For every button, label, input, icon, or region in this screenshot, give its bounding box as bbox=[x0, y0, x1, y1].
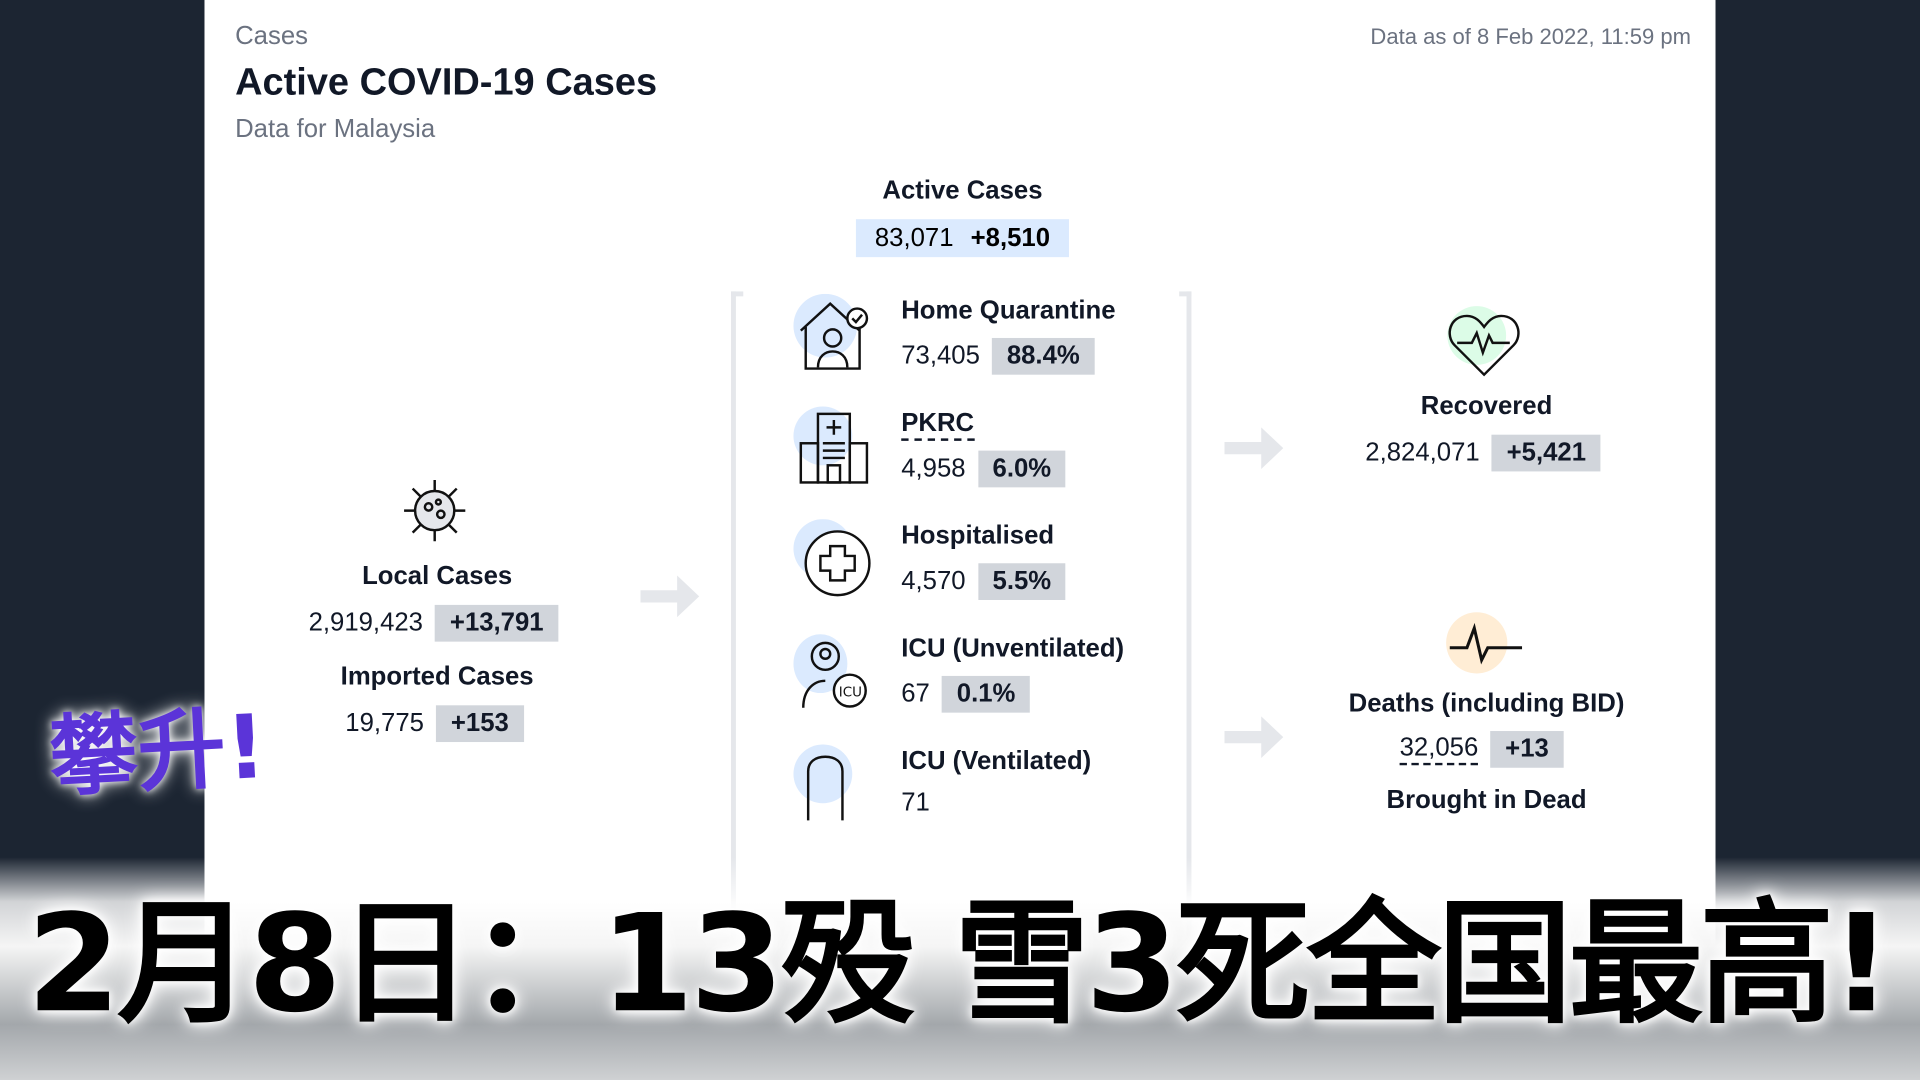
deaths-change: +13 bbox=[1490, 731, 1564, 768]
caption-gradient bbox=[0, 857, 1920, 1080]
category-percent: 6.0% bbox=[977, 450, 1066, 488]
category-label: Home Quarantine bbox=[901, 296, 1116, 325]
category-value: 71 bbox=[901, 788, 930, 817]
deaths-row: 32,056 +13 bbox=[1399, 731, 1564, 768]
category-value: 4,570 bbox=[901, 566, 966, 596]
category-row: 67 0.1% bbox=[901, 675, 1031, 713]
icu-doctor-icon: ICU bbox=[793, 634, 867, 708]
arrow-right-icon bbox=[1224, 716, 1284, 758]
category-row: 71 bbox=[901, 789, 930, 818]
recovered-label: Recovered bbox=[1420, 391, 1553, 421]
arrow-right-icon bbox=[640, 575, 700, 618]
category-row: 4,570 5.5% bbox=[901, 563, 1066, 601]
category-percent: 0.1% bbox=[942, 675, 1031, 713]
category-value: 67 bbox=[901, 679, 930, 708]
quarantine-center-building-icon bbox=[793, 406, 869, 484]
bid-label: Brought in Dead bbox=[1386, 786, 1587, 815]
page-subtitle: Data for Malaysia bbox=[235, 115, 436, 144]
local-cases-value: 2,919,423 bbox=[308, 608, 423, 637]
heart-pulse-icon bbox=[1447, 306, 1520, 377]
imported-cases-label: Imported Cases bbox=[340, 662, 534, 691]
local-cases-label: Local Cases bbox=[362, 562, 513, 591]
category-label: Hospitalised bbox=[901, 521, 1055, 550]
heartbeat-line-icon bbox=[1446, 612, 1523, 674]
category-label: ICU (Ventilated) bbox=[901, 746, 1092, 776]
overlay-headline: 2月8日：13殁 雪3死全国最高! bbox=[26, 885, 1892, 1043]
home-quarantine-icon bbox=[793, 293, 869, 370]
ventilator-icon bbox=[793, 744, 853, 821]
arrow-right-icon bbox=[1224, 427, 1284, 469]
category-percent: 88.4% bbox=[992, 337, 1095, 375]
deaths-label: Deaths (including BID) bbox=[1348, 689, 1625, 718]
category-value: 4,958 bbox=[901, 454, 966, 483]
active-cases-value: 83,071 bbox=[874, 223, 954, 252]
dashboard-card: Cases Active COVID-19 Cases Data for Mal… bbox=[204, 0, 1716, 987]
local-cases-change: +13,791 bbox=[435, 604, 559, 642]
section-label: Cases bbox=[235, 22, 308, 51]
category-row: 4,958 6.0% bbox=[901, 450, 1066, 488]
recovered-row: 2,824,071 +5,421 bbox=[1365, 434, 1601, 472]
imported-cases-change: +153 bbox=[436, 705, 524, 743]
category-label-link[interactable]: PKRC bbox=[901, 409, 975, 441]
imported-cases-row: 19,775 +153 bbox=[345, 705, 524, 743]
category-percent: 5.5% bbox=[977, 563, 1066, 601]
page-title: Active COVID-19 Cases bbox=[235, 60, 658, 103]
local-cases-row: 2,919,423 +13,791 bbox=[308, 604, 559, 642]
category-row: 73,405 88.4% bbox=[901, 337, 1095, 375]
active-cases-change: +8,510 bbox=[970, 223, 1051, 252]
data-timestamp: Data as of 8 Feb 2022, 11:59 pm bbox=[1370, 24, 1692, 49]
category-label: ICU (Unventilated) bbox=[901, 634, 1125, 663]
svg-text:ICU: ICU bbox=[839, 686, 862, 701]
deaths-value[interactable]: 32,056 bbox=[1399, 733, 1479, 766]
overlay-tag: 攀升! bbox=[46, 694, 269, 809]
virus-icon bbox=[404, 480, 466, 542]
medical-cross-icon bbox=[793, 519, 871, 597]
active-cases-box: 83,071 +8,510 bbox=[855, 219, 1069, 258]
category-value: 73,405 bbox=[901, 341, 980, 370]
recovered-value: 2,824,071 bbox=[1365, 438, 1480, 467]
imported-cases-value: 19,775 bbox=[345, 708, 424, 738]
active-cases-label: Active Cases bbox=[882, 176, 1043, 205]
recovered-change: +5,421 bbox=[1491, 434, 1601, 472]
